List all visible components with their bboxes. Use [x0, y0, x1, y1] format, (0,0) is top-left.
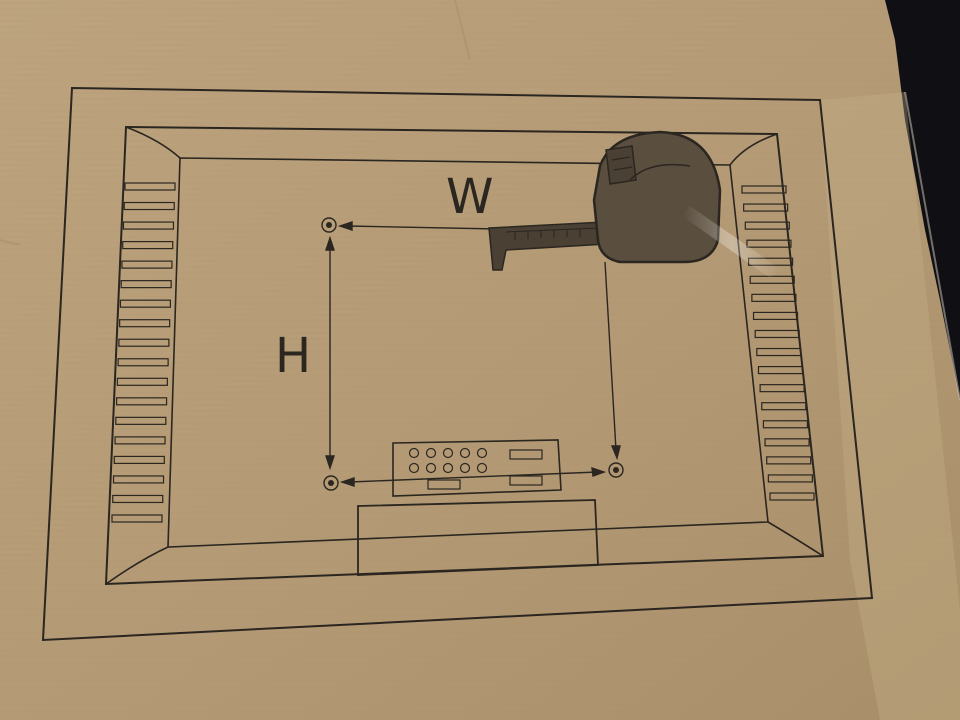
panel-port [427, 479, 461, 490]
vent-slot [762, 420, 809, 429]
vent-slot [119, 299, 172, 308]
vent-slot [114, 436, 166, 445]
panel-button [408, 447, 420, 459]
vent-slot [122, 240, 174, 250]
vent-slot [119, 319, 171, 328]
width-arrow [337, 221, 499, 231]
vent-slot [752, 311, 799, 321]
vent-slot [766, 456, 812, 465]
connector-panel [392, 439, 562, 497]
tape-measure-icon [488, 130, 782, 278]
vent-slot [751, 293, 797, 302]
vent-slot [112, 494, 164, 504]
vent-slots-right [741, 185, 815, 501]
mounting-hole-icon [608, 462, 624, 478]
vent-slot [120, 280, 172, 289]
vent-slot [756, 347, 802, 357]
vent-slot [764, 438, 810, 447]
mounting-hole-icon [321, 217, 337, 233]
vent-slot [115, 416, 167, 425]
vent-slot [111, 514, 163, 523]
panel-button [459, 462, 471, 474]
panel-button [408, 462, 420, 474]
vent-slot [767, 474, 813, 483]
vent-slot [759, 384, 805, 393]
vent-slot [112, 475, 165, 484]
panel-port [509, 449, 543, 460]
vent-slot [113, 455, 165, 465]
panel-button [425, 462, 437, 474]
vent-slot [118, 338, 170, 347]
vent-slot [117, 358, 169, 367]
vent-slot [754, 329, 800, 339]
panel-button [459, 447, 471, 459]
vent-slot [757, 365, 804, 375]
vent-slot [122, 221, 175, 230]
vent-slot [743, 203, 789, 212]
width-label: W [446, 169, 493, 225]
panel-buttons [408, 447, 488, 474]
height-arrow [325, 235, 335, 471]
vent-slot [761, 402, 807, 411]
vent-slots-left [111, 182, 176, 523]
panel-button [476, 447, 488, 459]
packing-tape [820, 92, 960, 720]
vent-slot [121, 260, 173, 269]
vent-slot [746, 239, 792, 248]
vent-slot [741, 185, 787, 194]
mounting-hole-icon [323, 475, 339, 491]
vent-slot [123, 201, 175, 211]
height-label: H [275, 328, 311, 384]
vent-slot [769, 492, 815, 501]
outer-frame [41, 86, 874, 642]
vent-slot [116, 377, 168, 386]
bottom-width-arrow [339, 466, 607, 487]
tv-stand-base [357, 499, 599, 576]
vent-slot [124, 182, 176, 191]
panel-button [442, 462, 454, 474]
panel-button [425, 447, 437, 459]
panel-port [509, 475, 543, 486]
vertical-drop-line [604, 261, 621, 461]
panel-button [476, 462, 488, 474]
vent-slot [115, 397, 168, 406]
vent-slot [744, 221, 790, 230]
panel-button [442, 447, 454, 459]
